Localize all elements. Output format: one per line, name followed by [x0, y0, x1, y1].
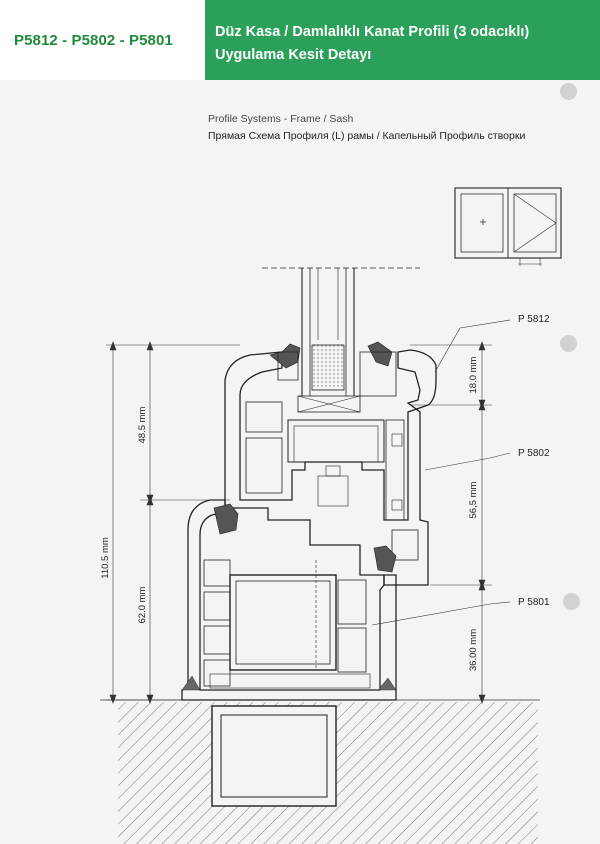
wall-sill-section [100, 699, 540, 844]
product-codes-block: P5812 - P5802 - P5801 [0, 0, 205, 80]
label-p5801: P 5801 [518, 597, 550, 608]
dimension-lines-right [410, 341, 492, 704]
dim-sash: 56,5 mm [468, 481, 479, 518]
window-schematic-icon [454, 187, 562, 266]
title-line-2: Uygulama Kesit Detayı [215, 47, 372, 63]
product-codes: P5812 - P5802 - P5801 [14, 32, 173, 49]
sash-profile-p5802 [224, 341, 437, 586]
dim-glass-rebate: 18.0 mm [468, 356, 479, 393]
page-marker-dot-3 [563, 593, 580, 610]
title-bar: Düz Kasa / Damlalıklı Kanat Profili (3 o… [205, 0, 600, 80]
dim-total: 110.5 mm [100, 537, 111, 579]
leader-lines [371, 319, 511, 626]
dim-lower: 62.0 mm [137, 586, 148, 623]
label-p5802: P 5802 [518, 448, 550, 459]
title-line-1: Düz Kasa / Damlalıklı Kanat Profili (3 o… [215, 24, 530, 40]
page-marker-dot-2 [560, 335, 577, 352]
header: P5812 - P5802 - P5801 Düz Kasa / Damlalı… [0, 0, 600, 80]
frame-profile-p5801 [181, 499, 397, 701]
dimension-lines-left [106, 341, 240, 704]
dim-upper: 48.5 mm [137, 406, 148, 443]
subtitle-russian: Прямая Схема Профиля (L) рамы / Капельны… [208, 130, 526, 142]
glazing-unit [262, 267, 420, 413]
label-p5812: P 5812 [518, 314, 550, 325]
page-marker-dot-1 [560, 83, 577, 100]
glazing-bead-p5812 [277, 351, 397, 397]
subtitle-english: Profile Systems - Frame / Sash [208, 113, 354, 125]
dim-frame: 36.00 mm [468, 629, 479, 671]
